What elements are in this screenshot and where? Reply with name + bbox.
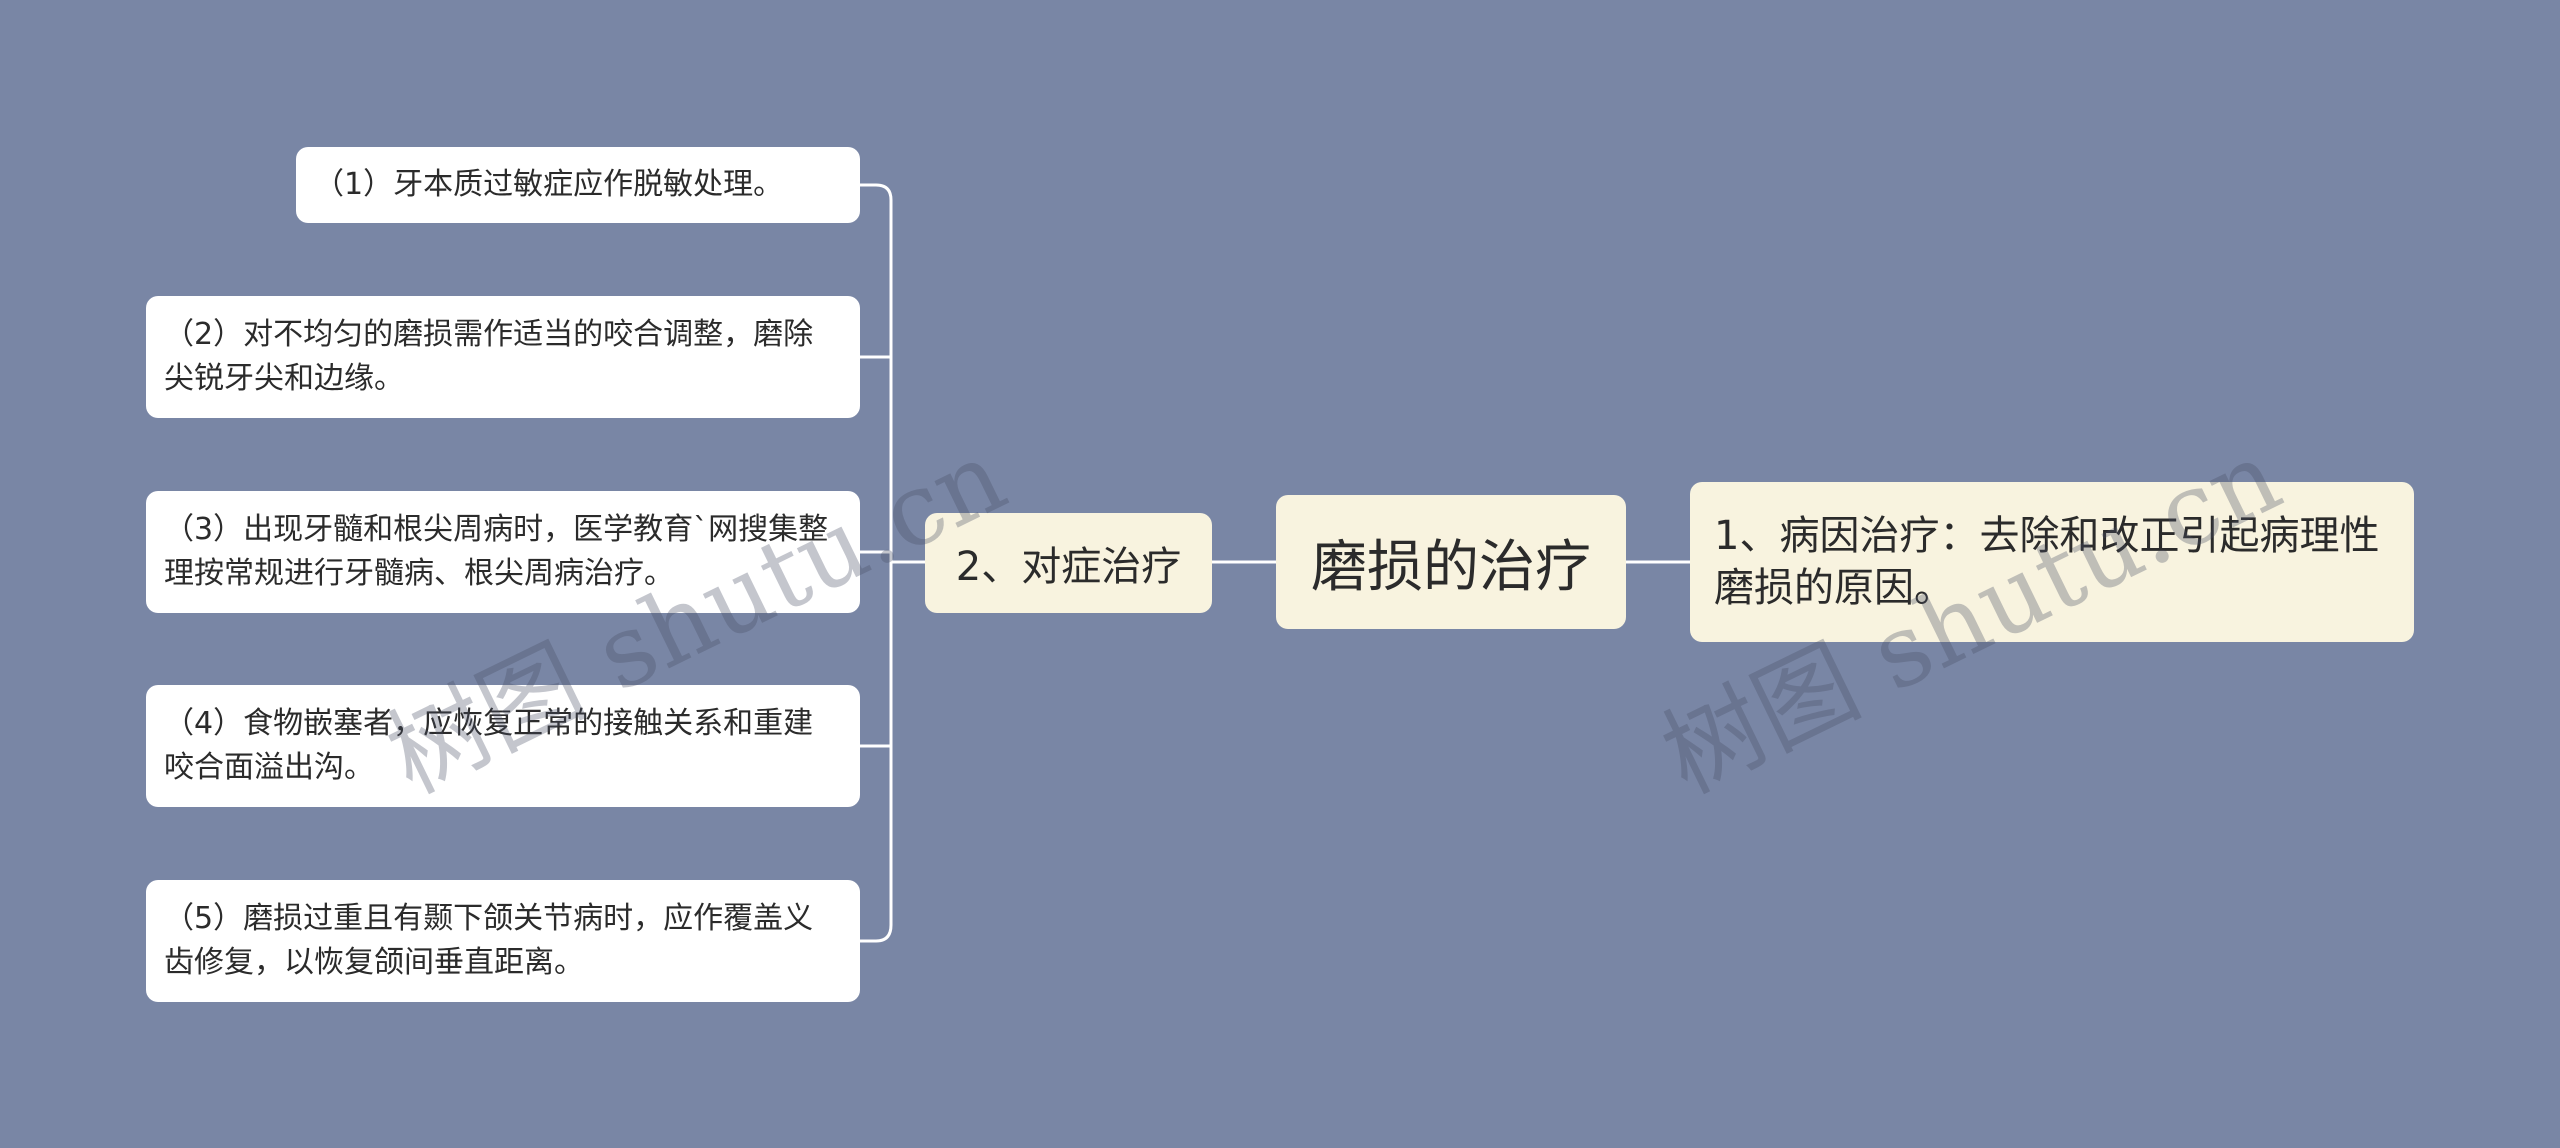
leaf-label: （2）对不均匀的磨损需作适当的咬合调整，磨除尖锐牙尖和边缘。 bbox=[164, 317, 814, 396]
leaf-label: （5）磨损过重且有颞下颌关节病时，应作覆盖义齿修复，以恢复颌间垂直距离。 bbox=[164, 901, 814, 980]
connector-bracket bbox=[858, 183, 893, 943]
leaf-label: （4）食物嵌塞者，应恢复正常的接触关系和重建咬合面溢出沟。 bbox=[164, 706, 814, 785]
leaf-node-4[interactable]: （4）食物嵌塞者，应恢复正常的接触关系和重建咬合面溢出沟。 bbox=[146, 685, 860, 807]
branch-symptomatic-label: 2、对症治疗 bbox=[955, 544, 1182, 590]
branch-cause-label: 1、病因治疗：去除和改正引起病理性磨损的原因。 bbox=[1714, 513, 2380, 611]
root-label: 磨损的治疗 bbox=[1311, 534, 1591, 600]
leaf-node-3[interactable]: （3）出现牙髓和根尖周病时，医学教育`网搜集整理按常规进行牙髓病、根尖周病治疗。 bbox=[146, 491, 860, 613]
leaf-node-5[interactable]: （5）磨损过重且有颞下颌关节病时，应作覆盖义齿修复，以恢复颌间垂直距离。 bbox=[146, 880, 860, 1002]
leaf-label: （3）出现牙髓和根尖周病时，医学教育`网搜集整理按常规进行牙髓病、根尖周病治疗。 bbox=[164, 512, 829, 591]
leaf-label: （1）牙本质过敏症应作脱敏处理。 bbox=[314, 167, 784, 202]
leaf-node-2[interactable]: （2）对不均匀的磨损需作适当的咬合调整，磨除尖锐牙尖和边缘。 bbox=[146, 296, 860, 418]
branch-symptomatic-treatment[interactable]: 2、对症治疗 bbox=[925, 513, 1212, 613]
leaf-node-1[interactable]: （1）牙本质过敏症应作脱敏处理。 bbox=[296, 147, 860, 223]
root-node[interactable]: 磨损的治疗 bbox=[1276, 495, 1626, 629]
branch-cause-treatment[interactable]: 1、病因治疗：去除和改正引起病理性磨损的原因。 bbox=[1690, 482, 2414, 642]
